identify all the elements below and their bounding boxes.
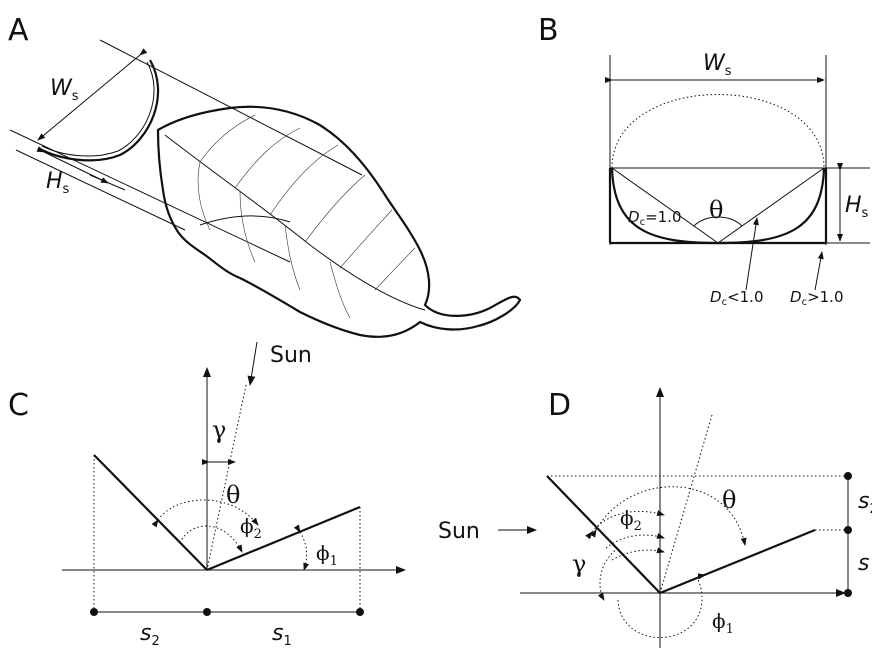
- phi2-arc: [585, 510, 665, 540]
- leaf-vein: [269, 144, 339, 216]
- leaf-vein: [239, 191, 256, 263]
- leaf-vein: [284, 224, 301, 291]
- phi1-label: ϕ1: [712, 609, 734, 637]
- sun-ray-arrow: [247, 341, 258, 386]
- width-dimension-arrow: [37, 48, 148, 141]
- right-leaf-half: [659, 528, 816, 595]
- theta-label: θ: [722, 486, 736, 514]
- leaf-midrib: [164, 134, 426, 311]
- gamma-label: γ: [572, 550, 586, 578]
- dc-greater-label: Dc>1.0: [790, 288, 844, 308]
- v-left-leg: [611, 167, 719, 244]
- baseline-point: [356, 608, 364, 616]
- dc-equal-label: Dc=1.0: [628, 208, 682, 228]
- phi1-label: ϕ1: [316, 541, 338, 569]
- leaf-vein: [197, 161, 211, 231]
- phi2-arc: [179, 525, 243, 553]
- dc-less-pointer: [745, 217, 759, 291]
- panel-c-label: C: [8, 388, 29, 423]
- height-label: Hs: [46, 169, 70, 197]
- phi1-arc: [617, 573, 706, 638]
- panel-d-label: D: [548, 388, 571, 423]
- leaf-outline: [156, 105, 522, 338]
- theta-label: θ: [226, 481, 240, 509]
- sun-direction-line: [659, 414, 713, 594]
- right-leaf-half: [206, 505, 361, 572]
- leaf-vein: [329, 261, 351, 319]
- v-right-leg: [717, 167, 825, 244]
- dc-greater-pointer: [814, 251, 824, 291]
- s1-label: s1: [272, 621, 292, 648]
- height-dimension-arrow: [36, 146, 109, 184]
- height-label: Hs: [845, 193, 869, 221]
- theta-arc: [693, 216, 743, 227]
- dimension-point: [844, 526, 852, 534]
- left-leaf-half: [546, 475, 661, 594]
- leaf-vein: [234, 127, 301, 189]
- gamma-arc: [597, 547, 619, 601]
- left-leaf-half: [93, 454, 208, 571]
- sun-direction-line: [206, 384, 247, 571]
- dimension-point: [844, 589, 852, 597]
- leaf-vein: [199, 114, 256, 163]
- width-label: Ws: [703, 51, 732, 79]
- panel-c: C Sun γ θ ϕ2 ϕ1: [8, 341, 406, 648]
- panel-b: B Ws θ Hs Dc=1.0 Dc<: [538, 13, 870, 308]
- panel-a: A Ws Hs: [8, 13, 522, 338]
- dc-less-label: Dc<1.0: [710, 288, 764, 308]
- s2-label: s2: [140, 621, 160, 648]
- inner-arc: [605, 533, 665, 549]
- dotted-ellipse-top: [611, 94, 825, 169]
- dimension-point: [844, 472, 852, 480]
- leaf-fold-edge: [199, 215, 291, 226]
- s2-label: s2: [858, 489, 872, 517]
- panel-b-label: B: [538, 13, 559, 48]
- baseline-point: [203, 608, 211, 616]
- leaf-vein: [304, 174, 366, 243]
- sun-label: Sun: [270, 343, 312, 368]
- leaf-vein: [374, 247, 416, 291]
- theta-label: θ: [709, 196, 723, 224]
- phi1-arc: [293, 524, 310, 571]
- panel-d: D Sun s2 s θ ϕ2 γ: [438, 387, 872, 648]
- baseline-point: [90, 608, 98, 616]
- phi2-label: ϕ2: [240, 514, 262, 542]
- width-label: Ws: [50, 76, 79, 104]
- phi2-label: ϕ2: [620, 506, 642, 534]
- sun-label: Sun: [438, 519, 480, 544]
- s1-label: s: [858, 551, 869, 576]
- gamma-label: γ: [212, 416, 226, 444]
- leaf-vein: [339, 209, 393, 269]
- panel-a-label: A: [8, 13, 29, 48]
- inner-arc: [611, 547, 665, 561]
